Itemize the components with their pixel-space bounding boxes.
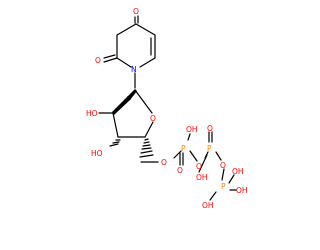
atom-o-p1-double: O xyxy=(177,166,183,175)
atom-oh-p2: OH xyxy=(196,173,208,182)
atom-o-ring: O xyxy=(150,114,156,123)
bond-c3-c4 xyxy=(116,23,137,36)
atom-n1: N xyxy=(131,65,137,74)
wedge-c1prime xyxy=(127,89,137,100)
bond-n1-c2 xyxy=(116,57,132,68)
bond-c2-o xyxy=(103,57,118,63)
bond-p2-oh xyxy=(198,154,208,173)
bond-c4-oring xyxy=(144,121,154,138)
hash-c3-oh xyxy=(109,139,121,147)
bond-p3-ohtop xyxy=(228,174,235,184)
bond-p1-obridge xyxy=(189,150,198,162)
bond-c6-n1 xyxy=(139,57,156,68)
bond-c4-c5 xyxy=(135,23,156,36)
bond-c2-c3 xyxy=(112,112,119,138)
bond-oring-c1 xyxy=(134,89,153,114)
bond-p1-oh xyxy=(187,133,191,141)
hash-c4-c5 xyxy=(139,138,154,158)
bond-p3-ohleft xyxy=(209,191,217,201)
atom-ho-2prime: HO xyxy=(86,109,98,118)
atom-p1: P xyxy=(181,144,186,153)
atom-oh-p3-top: OH xyxy=(232,167,244,176)
pyrimidine-ring xyxy=(103,15,156,68)
atom-o-left: O xyxy=(95,56,101,65)
ribose-ring xyxy=(112,89,154,138)
bond-c1-c2-bold xyxy=(112,96,131,115)
bond-obridge2-p3 xyxy=(221,168,225,181)
atom-o-top: O xyxy=(133,7,139,16)
atom-o-p2-double: O xyxy=(207,124,213,133)
atom-oh-p3-left: OH xyxy=(202,201,214,210)
bond-c2-o-double xyxy=(103,54,116,59)
atom-ho-3prime: HO xyxy=(91,149,103,158)
atom-o5prime: O xyxy=(161,158,167,167)
bond-p2-obridge2 xyxy=(215,151,222,161)
bond-o5-p1 xyxy=(173,150,182,159)
atom-o-bridge1: O xyxy=(196,162,202,171)
atom-p2: P xyxy=(207,144,212,153)
atom-p3: P xyxy=(221,182,226,191)
atom-o-bridge2: O xyxy=(220,161,226,170)
molecule-structure: O O N HO HO O O P OH O O P O OH O P OH O… xyxy=(86,7,248,210)
atom-oh-p1: OH xyxy=(186,125,198,134)
atom-oh-p3-right: OH xyxy=(236,186,248,195)
